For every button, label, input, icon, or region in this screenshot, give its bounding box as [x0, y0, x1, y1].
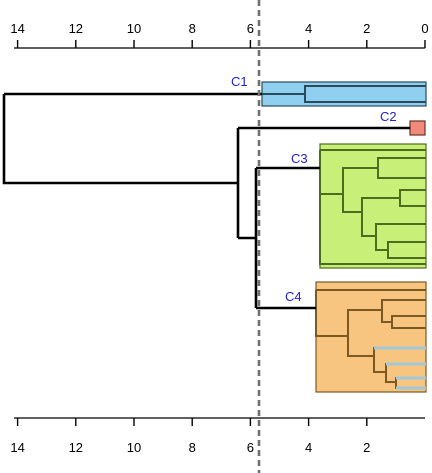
cluster-label-c1: C1	[231, 74, 248, 89]
root-branch	[2, 92, 262, 185]
bottom-axis-tick-label: 10	[127, 440, 141, 455]
top-axis-tick-label: 6	[247, 21, 254, 36]
c2-link-branch	[236, 126, 410, 240]
c3-c4-link-branch	[254, 166, 320, 310]
inner-branches	[262, 85, 426, 390]
bottom-axis-tick-label: 12	[69, 440, 83, 455]
bottom-axis-tick-label: 14	[10, 440, 24, 455]
c1-branches	[262, 85, 426, 103]
bottom-axis-tick-label: 6	[247, 440, 254, 455]
top-axis-tick-label: 4	[305, 21, 312, 36]
outer-branches	[2, 92, 410, 310]
bottom-axis-tick-label: 8	[189, 440, 196, 455]
cluster-c2-region	[409, 120, 426, 136]
bottom-axis-tick-label: 2	[363, 440, 370, 455]
top-axis: 14 12 10 8 6 4 2 0	[10, 21, 429, 49]
bottom-axis-tick-label: 4	[305, 440, 312, 455]
cluster-label-c3: C3	[291, 151, 308, 166]
c4-highlight-leaves	[374, 346, 426, 390]
c3-branches	[319, 149, 426, 265]
top-axis-tick-label: 8	[189, 21, 196, 36]
top-axis-tick-label: 10	[127, 21, 141, 36]
top-axis-tick-label: 0	[421, 21, 428, 36]
top-axis-tick-label: 2	[363, 21, 370, 36]
top-axis-tick-label: 12	[69, 21, 83, 36]
cluster-label-c4: C4	[285, 289, 302, 304]
cluster-label-c2: C2	[380, 109, 397, 124]
top-axis-tick-label: 14	[10, 21, 24, 36]
cluster-labels: C1 C2 C3 C4	[231, 74, 397, 304]
bottom-axis: 14 12 10 8 6 4 2	[10, 417, 425, 455]
